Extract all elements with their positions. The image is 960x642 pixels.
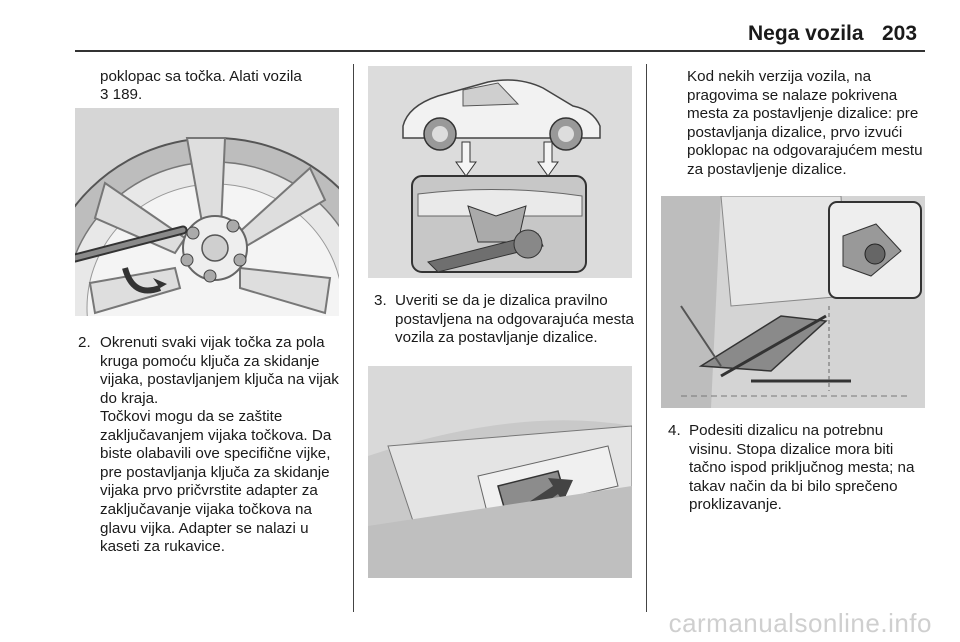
page-reference-link[interactable]: 3 189. [100,86,143,103]
wheel-wrench-figure [75,108,339,316]
column-divider-1 [353,64,354,612]
jack-positioning-figure [661,196,925,408]
page-number: 203 [882,22,918,45]
jacking-point-figure [368,366,632,578]
column-divider-2 [646,64,647,612]
step-text: Podesiti dizalicu na potrebnu visinu. St… [689,422,915,514]
car-jack-figure [368,66,632,278]
step-text: Uveriti se da je dizalica pravilno posta… [395,292,634,347]
step-number: 2. [78,334,91,351]
intro-text: Kod nekih verzija vozila, na pragovima s… [687,68,923,178]
note-text: Točkovi mogu da se zaštite zaključavanje… [100,408,332,556]
step-number: 4. [668,422,681,439]
header-rule [75,50,925,52]
step-text: Okrenuti svaki vijak točka za pola kruga… [100,334,339,407]
intro-text: poklopac sa točka. Alati vozila [100,68,302,85]
page-header-title: Nega vozila [748,22,864,45]
step-number: 3. [374,292,387,309]
watermark-text: carmanualsonline.info [668,608,932,638]
